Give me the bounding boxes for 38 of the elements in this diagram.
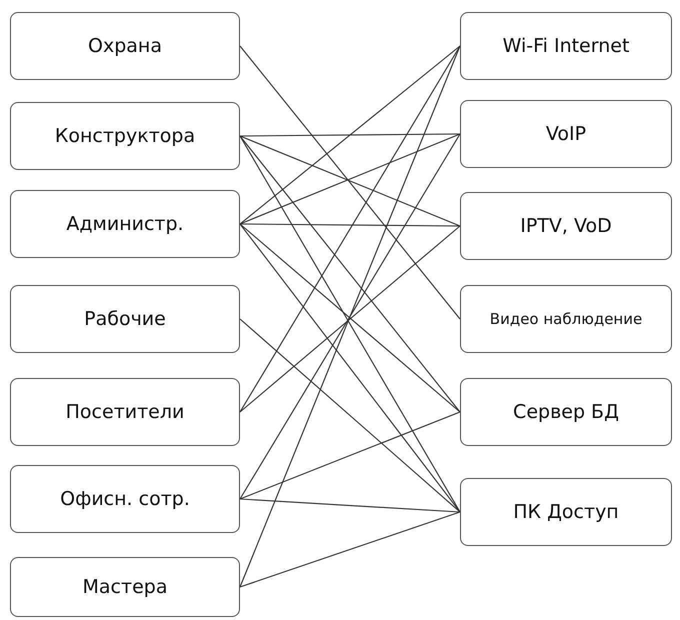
node-label: Конструктора — [54, 124, 196, 148]
node-label: Wi-Fi Internet — [502, 34, 630, 58]
connector-line — [240, 511, 460, 588]
connector-line — [240, 223, 460, 227]
node-label: VoIP — [546, 122, 586, 146]
connector-line — [240, 46, 460, 412]
connector-line — [240, 411, 460, 500]
connector-line — [240, 498, 460, 513]
rounded-box — [460, 12, 672, 80]
node-label: Сервер БД — [513, 400, 619, 424]
node-label: Администр. — [66, 212, 184, 236]
rounded-box — [460, 285, 672, 353]
rounded-box — [460, 478, 672, 546]
rounded-box — [10, 12, 240, 80]
node-label: Рабочие — [84, 308, 166, 330]
connector-line — [240, 46, 460, 320]
rounded-box — [460, 100, 672, 168]
node-label: Офисн. сотр. — [60, 488, 190, 510]
rounded-box — [460, 378, 672, 446]
connector-line — [240, 224, 460, 512]
connector-line — [240, 318, 460, 512]
connector-line — [240, 133, 460, 137]
rounded-box — [460, 192, 672, 260]
rounded-box — [10, 285, 240, 353]
rounded-box — [10, 190, 240, 258]
rounded-box — [10, 102, 240, 170]
node-label: Охрана — [88, 34, 162, 58]
connector-line — [240, 136, 460, 412]
rounded-box — [10, 378, 240, 446]
rounded-box — [10, 557, 240, 617]
node-label: ПК Доступ — [513, 500, 619, 524]
connector-line — [240, 46, 460, 588]
node-label: IPTV, VoD — [520, 214, 612, 238]
node-label: Мастера — [82, 576, 168, 598]
node-label: Посетители — [66, 400, 184, 424]
rounded-box — [10, 465, 240, 533]
connector-line — [240, 46, 460, 224]
node-label: Видео наблюдение — [490, 310, 642, 328]
